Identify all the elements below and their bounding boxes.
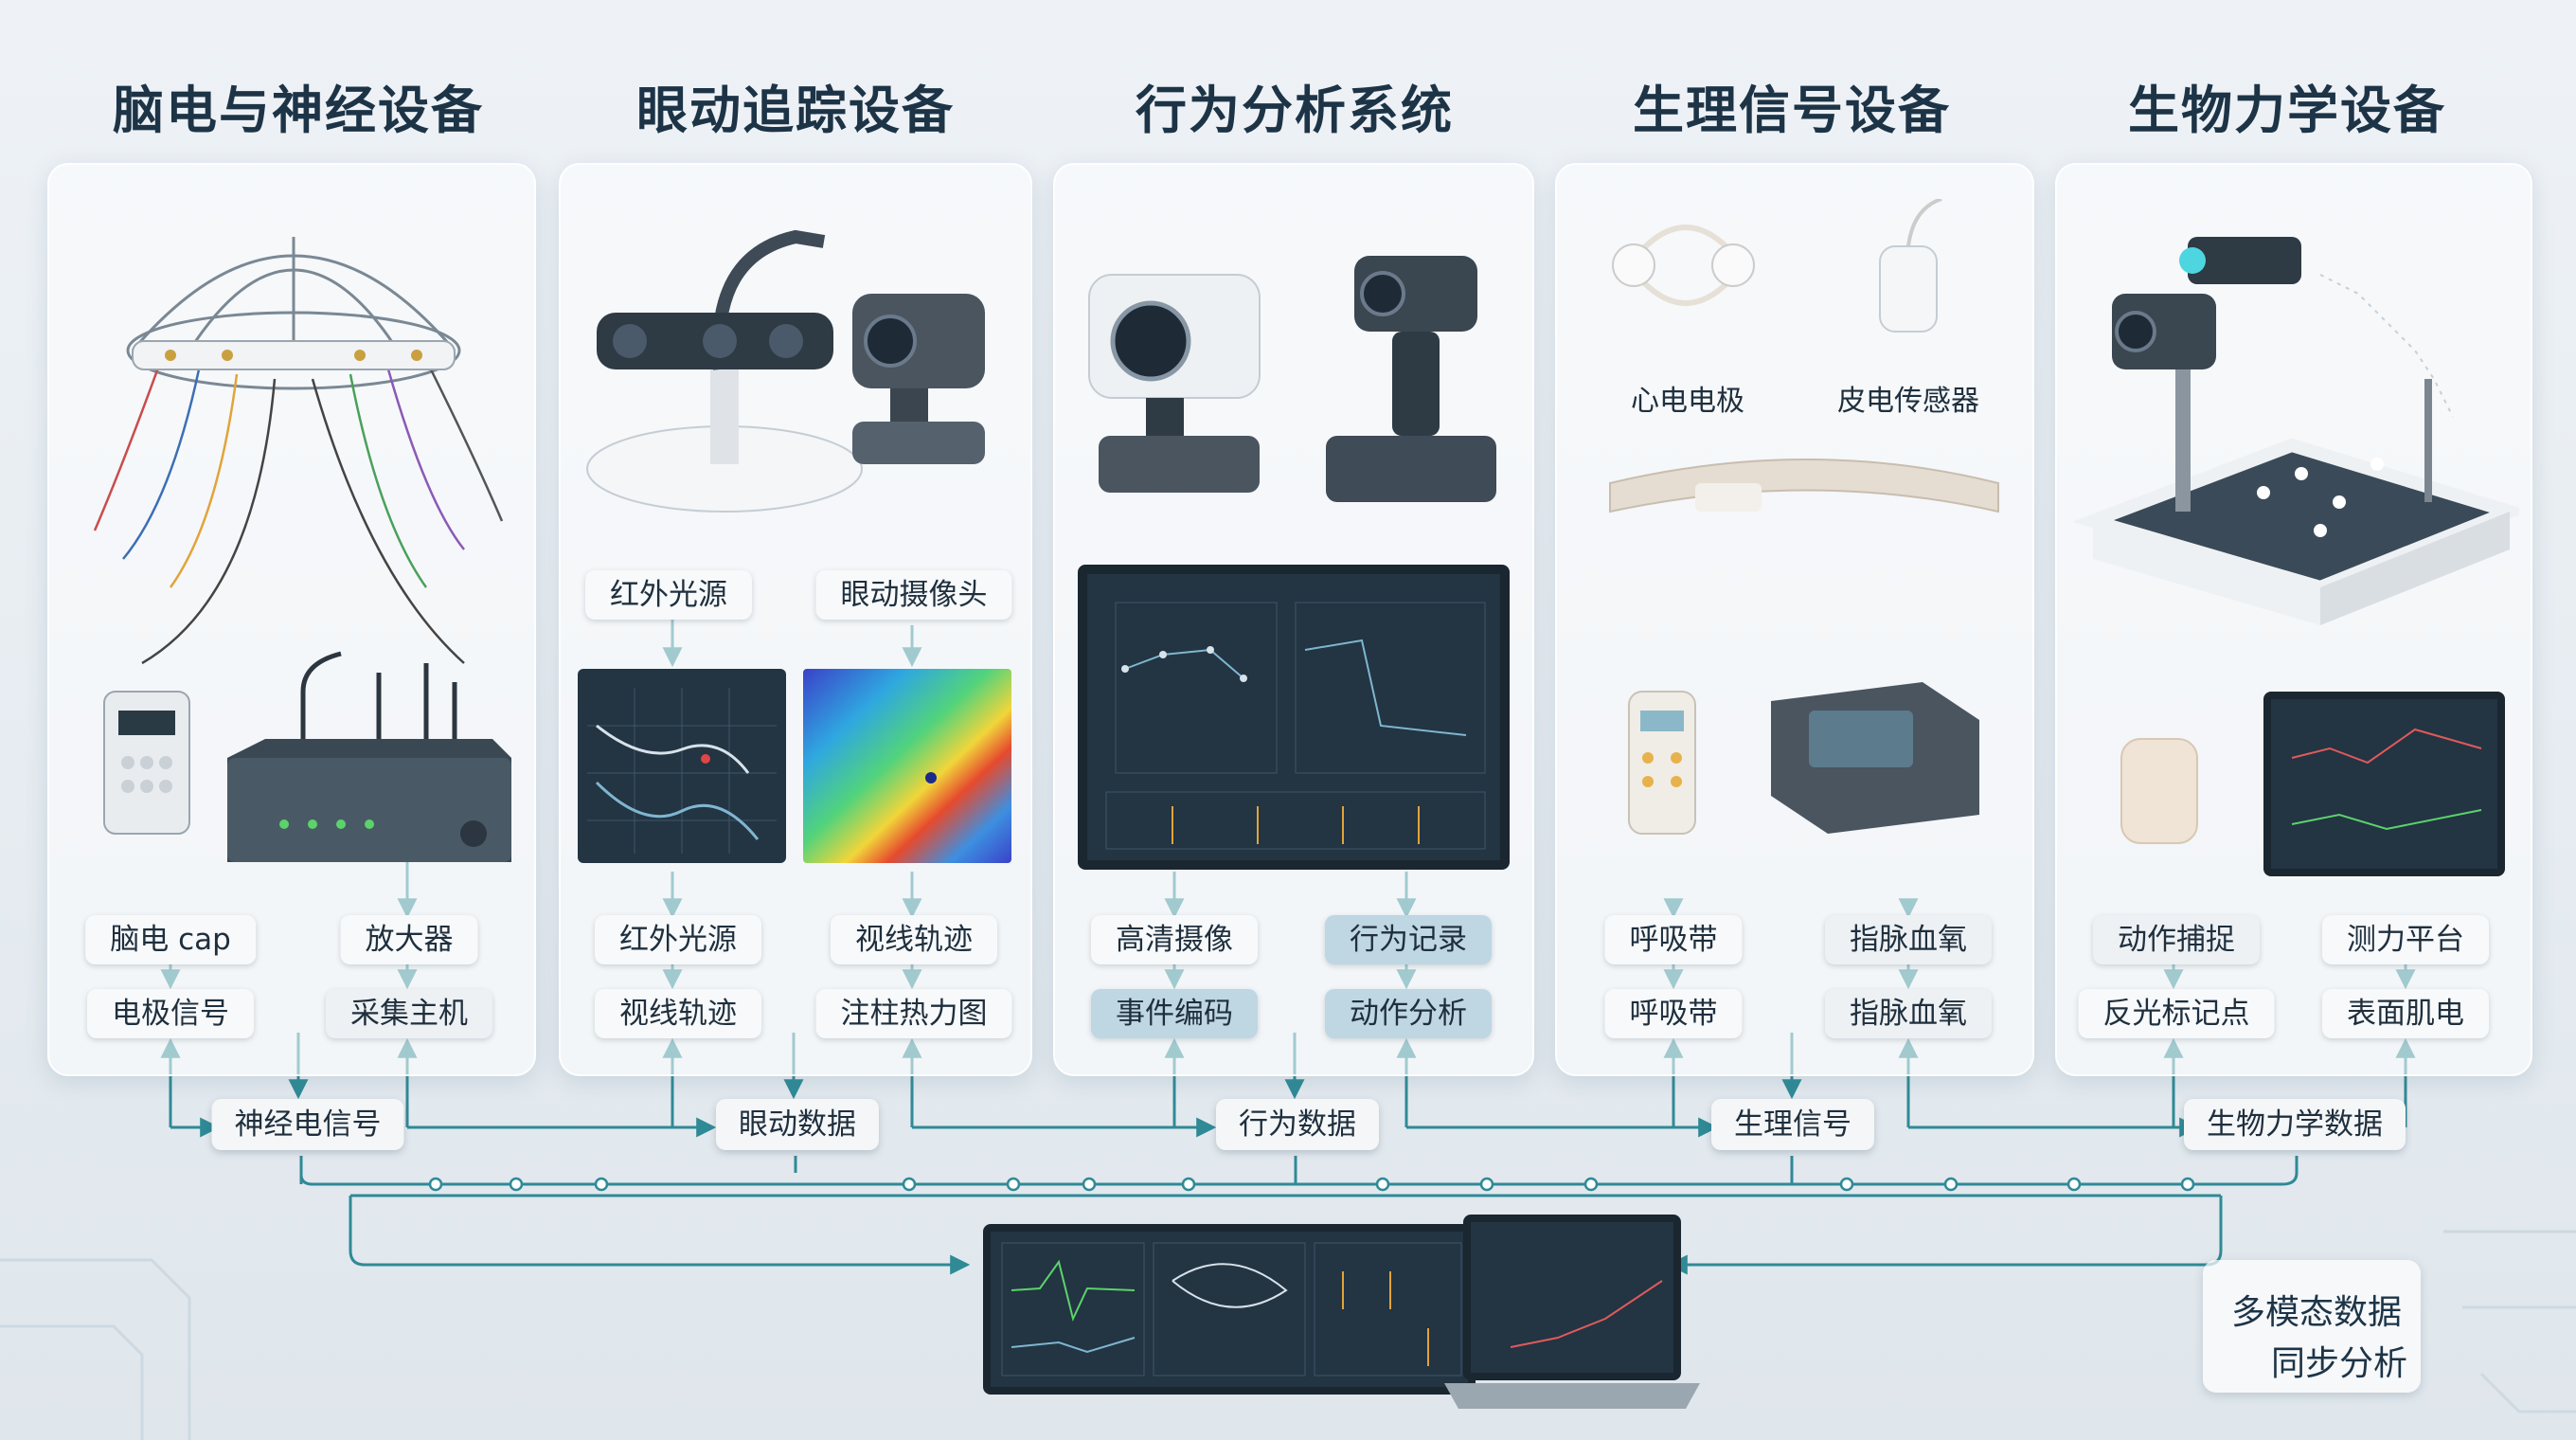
pill-surface-emg: 表面肌电 xyxy=(2322,989,2489,1038)
title-eeg: 脑电与神经设备 xyxy=(113,81,484,140)
force-platform-illustration xyxy=(2074,237,2519,625)
pill-pulse-oximeter-2: 指脉血氧 xyxy=(1825,989,1992,1038)
analysis-laptop xyxy=(1444,1215,1700,1409)
pill-electrode-signal: 电极信号 xyxy=(87,989,254,1038)
pill-motion-analysis: 动作分析 xyxy=(1325,989,1492,1038)
label-ecg-electrode: 心电电极 xyxy=(1631,385,1744,418)
hub-eye-data: 眼动数据 xyxy=(716,1099,879,1150)
pill-force-platform: 测力平台 xyxy=(2322,915,2489,964)
pill-eeg-cap: 脑电 cap xyxy=(85,915,256,964)
gaze-trace-chart xyxy=(578,669,786,863)
title-physiology: 生理信号设备 xyxy=(1633,81,1951,140)
emg-monitor xyxy=(2120,692,2505,876)
pill-behavior-record: 行为记录 xyxy=(1325,915,1492,964)
hub-biomechanics-data: 生物力学数据 xyxy=(2184,1099,2406,1150)
eeg-cap-illustration xyxy=(93,237,511,862)
summary-box: 多模态数据 同步分析 xyxy=(2203,1260,2421,1393)
hub-behavior-data: 行为数据 xyxy=(1216,1099,1379,1150)
summary-line-1: 多模态数据 xyxy=(2231,1293,2403,1332)
pill-heatmap: 注柱热力图 xyxy=(815,989,1012,1038)
pill-infrared-source: 红外光源 xyxy=(595,915,761,964)
hub-neural-signal: 神经电信号 xyxy=(211,1099,404,1150)
title-behavior: 行为分析系统 xyxy=(1136,81,1454,140)
pill-gaze-track-1: 视线轨迹 xyxy=(831,915,997,964)
pill-gaze-track-2: 视线轨迹 xyxy=(595,989,761,1038)
pill-eye-camera: 眼动摄像头 xyxy=(815,570,1012,620)
behavior-camera-illustration xyxy=(1088,256,1496,502)
pill-amplifier: 放大器 xyxy=(340,915,478,964)
pill-motion-capture: 动作捕捉 xyxy=(2093,915,2260,964)
pill-infrared-source-top: 红外光源 xyxy=(585,570,752,620)
pill-respiration-belt-1: 呼吸带 xyxy=(1604,915,1743,964)
title-biomechanics: 生物力学设备 xyxy=(2128,81,2446,140)
heatmap-chart xyxy=(803,669,1011,863)
pill-respiration-belt-2: 呼吸带 xyxy=(1604,989,1743,1038)
pill-reflective-markers: 反光标记点 xyxy=(2078,989,2275,1038)
title-eye-tracking: 眼动追踪设备 xyxy=(636,81,955,140)
pill-acquisition-host: 采集主机 xyxy=(326,989,492,1038)
summary-line-2: 同步分析 xyxy=(2271,1344,2408,1383)
hub-physiology-signal: 生理信号 xyxy=(1711,1099,1874,1150)
label-eda-sensor: 皮电传感器 xyxy=(1837,385,1979,418)
eye-tracker-illustration xyxy=(586,229,985,513)
pill-hd-camera: 高清摄像 xyxy=(1091,915,1258,964)
pill-pulse-oximeter-1: 指脉血氧 xyxy=(1825,915,1992,964)
behavior-analysis-monitor xyxy=(1078,565,1510,870)
pill-event-coding: 事件编码 xyxy=(1091,989,1258,1038)
analysis-monitor xyxy=(983,1224,1476,1395)
physiology-illustration xyxy=(1609,199,1999,835)
